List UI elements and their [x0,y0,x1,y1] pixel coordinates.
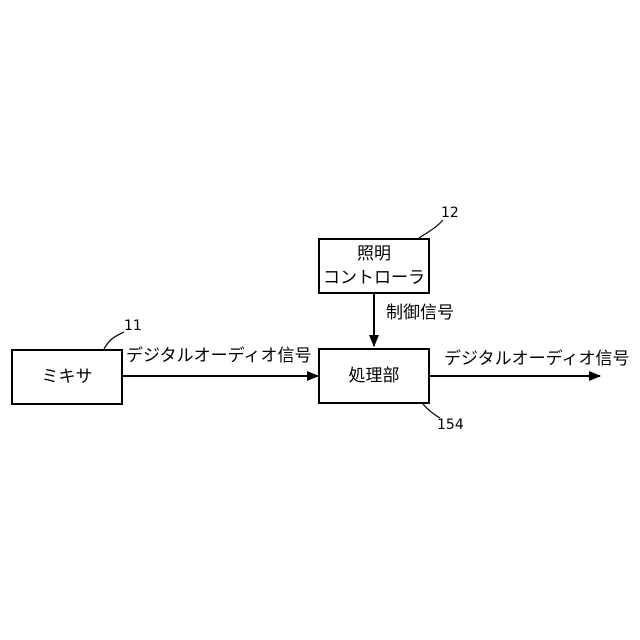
mixer-ref-leader [104,332,124,349]
controller-ref-number: 12 [441,205,459,221]
mixer-to-processor-signal-label: デジタルオーディオ信号 [126,346,311,366]
processor-ref-number: 154 [437,417,464,433]
processor-ref-leader [423,404,440,418]
processing-unit-block: 処理部 [318,348,430,404]
lighting-controller-label-line2: コントローラ [323,266,425,290]
controller-to-processor-signal-label: 制御信号 [386,303,454,323]
processor-output-signal-label: デジタルオーディオ信号 [444,349,629,369]
processing-unit-label: 処理部 [349,364,400,388]
mixer-ref-number: 11 [124,318,142,334]
lighting-controller-label-line1: 照明 [357,242,391,266]
mixer-block: ミキサ [11,349,123,405]
controller-ref-leader [419,220,443,238]
lighting-controller-block: 照明 コントローラ [318,238,430,294]
mixer-label: ミキサ [42,365,93,389]
